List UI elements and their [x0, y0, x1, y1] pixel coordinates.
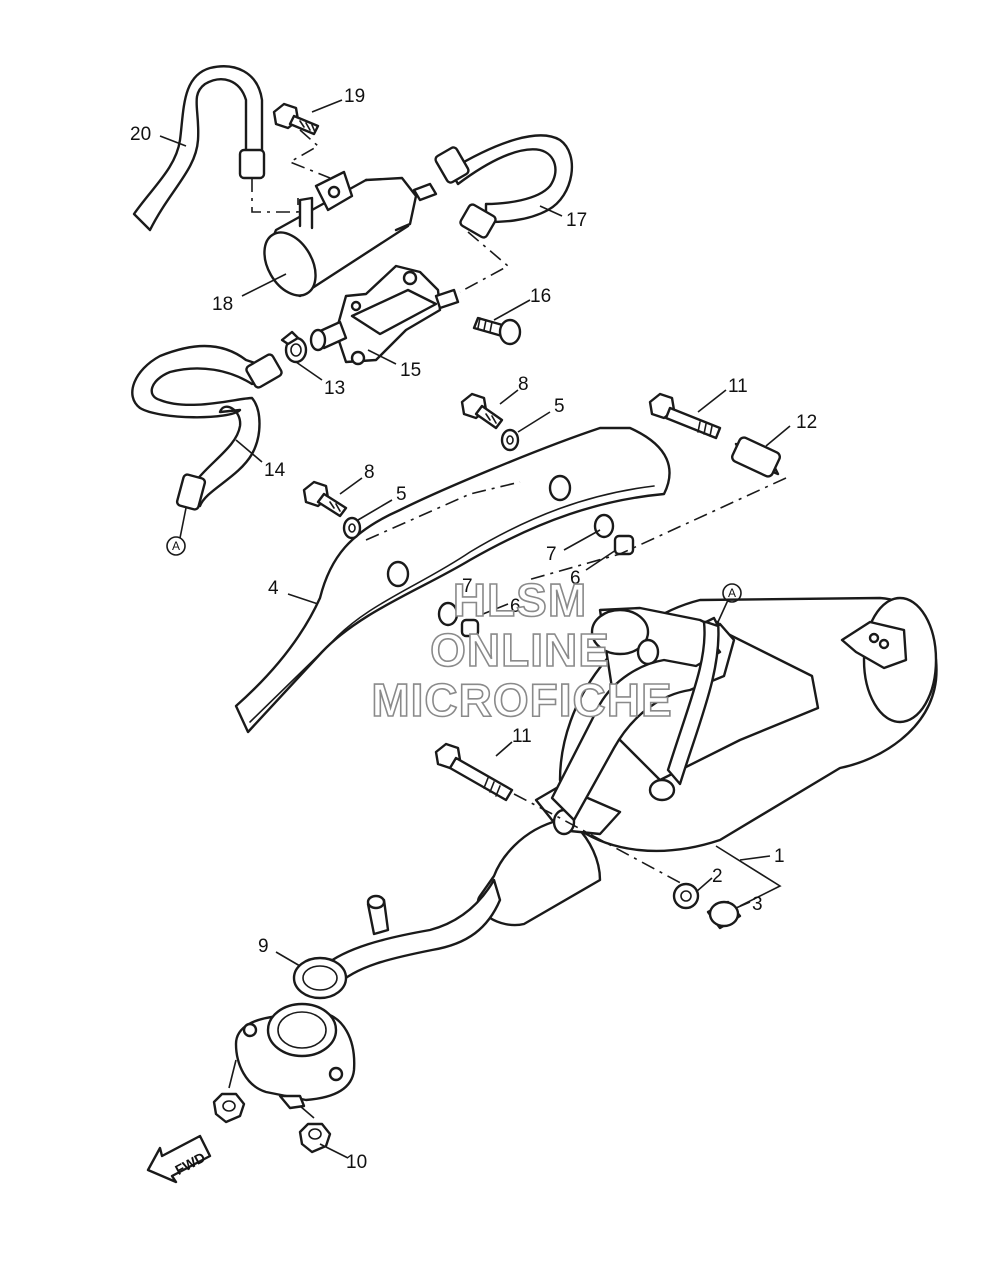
callout-14: 14: [264, 460, 286, 481]
collar-3: [706, 900, 742, 930]
assembly-line: [288, 129, 331, 179]
hose-14: [131, 344, 283, 511]
callout-11-lower: 11: [512, 726, 532, 747]
washer-5-upper: [500, 428, 520, 452]
exhaust-pipe: [322, 878, 502, 988]
callout-8-upper: 8: [518, 374, 529, 395]
grommet-7-right: [593, 513, 615, 539]
callout-20: 20: [130, 124, 151, 145]
watermark: HLSM ONLINE MICROFICHE: [371, 573, 673, 727]
assembly-line: [527, 477, 787, 581]
bolt-11-upper: [648, 392, 722, 440]
callout-6-left: 6: [510, 596, 521, 617]
hose-17: [434, 134, 574, 239]
callout-8-lower: 8: [364, 462, 375, 483]
watermark-line-1: HLSM: [453, 574, 587, 626]
assembly-line: [513, 793, 691, 889]
callout-5-upper: 5: [554, 396, 565, 417]
bolt-11-lower: [434, 742, 514, 802]
grommet-7-left: [437, 601, 459, 627]
collar-6-right: [613, 534, 635, 556]
leader-line: [228, 1059, 237, 1089]
callout-3: 3: [752, 894, 763, 915]
callout-12: 12: [796, 412, 817, 433]
callout-1: 1: [774, 846, 785, 867]
grommet-upper: [548, 474, 572, 502]
callout-10: 10: [346, 1152, 367, 1173]
callout-2: 2: [712, 866, 723, 887]
callout-16: 16: [530, 286, 551, 307]
callout-18: 18: [212, 294, 233, 315]
callout-15: 15: [400, 360, 421, 381]
callout-7-right: 7: [546, 544, 557, 565]
leader-line: [299, 1105, 315, 1119]
callout-9: 9: [258, 936, 269, 957]
callout-4: 4: [268, 578, 279, 599]
callout-13: 13: [324, 378, 345, 399]
exhaust-flange: [234, 1002, 356, 1110]
bolt-16: [472, 316, 522, 346]
callout-6-right: 6: [570, 568, 581, 589]
hose-20: [132, 65, 266, 232]
grommet-2: [672, 882, 700, 910]
callout-11-upper: 11: [728, 376, 748, 397]
callout-5-lower: 5: [396, 484, 407, 505]
assembly-line: [459, 231, 510, 293]
leader-lines: [159, 99, 791, 1159]
watermark-line-2: ONLINE: [430, 624, 610, 676]
leader-line: [717, 599, 729, 623]
protector-4: [234, 426, 671, 734]
watermark-line-3: MICROFICHE: [371, 674, 672, 726]
washer-5-lower: [342, 516, 362, 540]
bolt-8-lower: [302, 480, 348, 518]
callout-19: 19: [344, 86, 365, 107]
bolt-19: [272, 102, 320, 136]
grommet-mid: [386, 560, 410, 588]
assembly-line: [365, 481, 521, 541]
clamp-13: [280, 330, 308, 364]
collar-6-left: [460, 618, 480, 638]
callout-labels: 1 2 3 4 5 5 6 6 7 7 8 8 9 10 11 11 12 13…: [130, 86, 817, 1173]
reference-mark-label: A: [728, 586, 736, 600]
nut-10-right: [298, 1122, 332, 1154]
callout-7-left: 7: [462, 576, 473, 597]
callout-17: 17: [566, 210, 587, 231]
reference-mark-label: A: [172, 539, 180, 553]
leader-line: [179, 507, 187, 539]
assembly-line: [251, 178, 299, 213]
canister-18: [263, 170, 438, 298]
reference-mark-right: A: [722, 583, 742, 603]
nut-10-left: [212, 1092, 246, 1124]
muffler-1: [476, 596, 938, 927]
fuel-pump-15: [309, 264, 460, 366]
bolt-8-upper: [460, 392, 504, 430]
collar-12: [731, 436, 781, 478]
forward-arrow: FWD: [146, 1134, 212, 1184]
gasket-9: [292, 956, 348, 1000]
reference-mark-left: A: [166, 536, 186, 556]
